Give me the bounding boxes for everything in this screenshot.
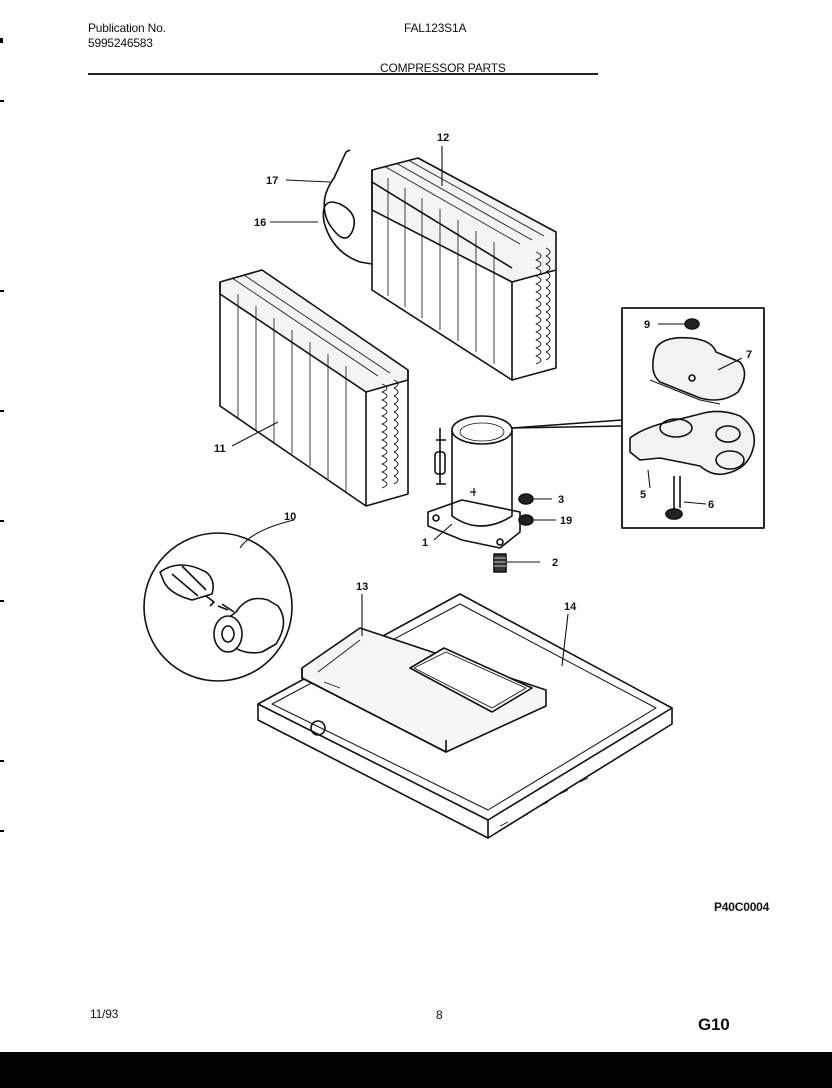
header-rule xyxy=(88,73,598,75)
callout-17: 17 xyxy=(266,175,278,187)
callout-numbers: 12 17 16 11 10 1 3 19 2 13 14 9 7 5 6 xyxy=(214,132,752,613)
callout-2: 2 xyxy=(552,557,558,569)
revision-date: 11/93 xyxy=(90,1007,119,1021)
scan-left-edge xyxy=(0,0,6,1088)
model-number: FAL123S1A xyxy=(404,21,467,35)
page-code: G10 xyxy=(698,1015,730,1034)
callout-13: 13 xyxy=(356,581,368,593)
section-title: COMPRESSOR PARTS xyxy=(380,61,506,75)
diagram-code: P40C0004 xyxy=(714,900,770,914)
overload-detail xyxy=(143,532,293,682)
callout-7: 7 xyxy=(746,349,752,361)
publication-label: Publication No. xyxy=(88,21,166,35)
callout-16: 16 xyxy=(254,217,266,229)
mounting-plate xyxy=(301,627,547,753)
callout-3: 3 xyxy=(558,494,564,506)
callout-1: 1 xyxy=(422,537,428,549)
callout-6: 6 xyxy=(708,499,714,511)
callout-12: 12 xyxy=(437,132,449,144)
condenser-coil xyxy=(371,157,557,381)
callout-9: 9 xyxy=(644,319,650,331)
capillary-tube xyxy=(322,149,373,265)
compressor xyxy=(427,415,521,549)
evaporator-coil xyxy=(219,269,409,507)
callout-5: 5 xyxy=(640,489,646,501)
callout-10: 10 xyxy=(284,511,296,523)
publication-number: 5995246583 xyxy=(88,36,153,50)
scan-bottom-band xyxy=(0,1052,832,1088)
callout-19: 19 xyxy=(560,515,572,527)
page-number: 8 xyxy=(436,1008,443,1022)
callout-11: 11 xyxy=(214,443,226,455)
terminal-cover-inset xyxy=(511,307,765,529)
compressor-mounting-hardware xyxy=(493,493,534,573)
callout-14: 14 xyxy=(564,601,577,613)
leader-lines xyxy=(231,146,743,667)
